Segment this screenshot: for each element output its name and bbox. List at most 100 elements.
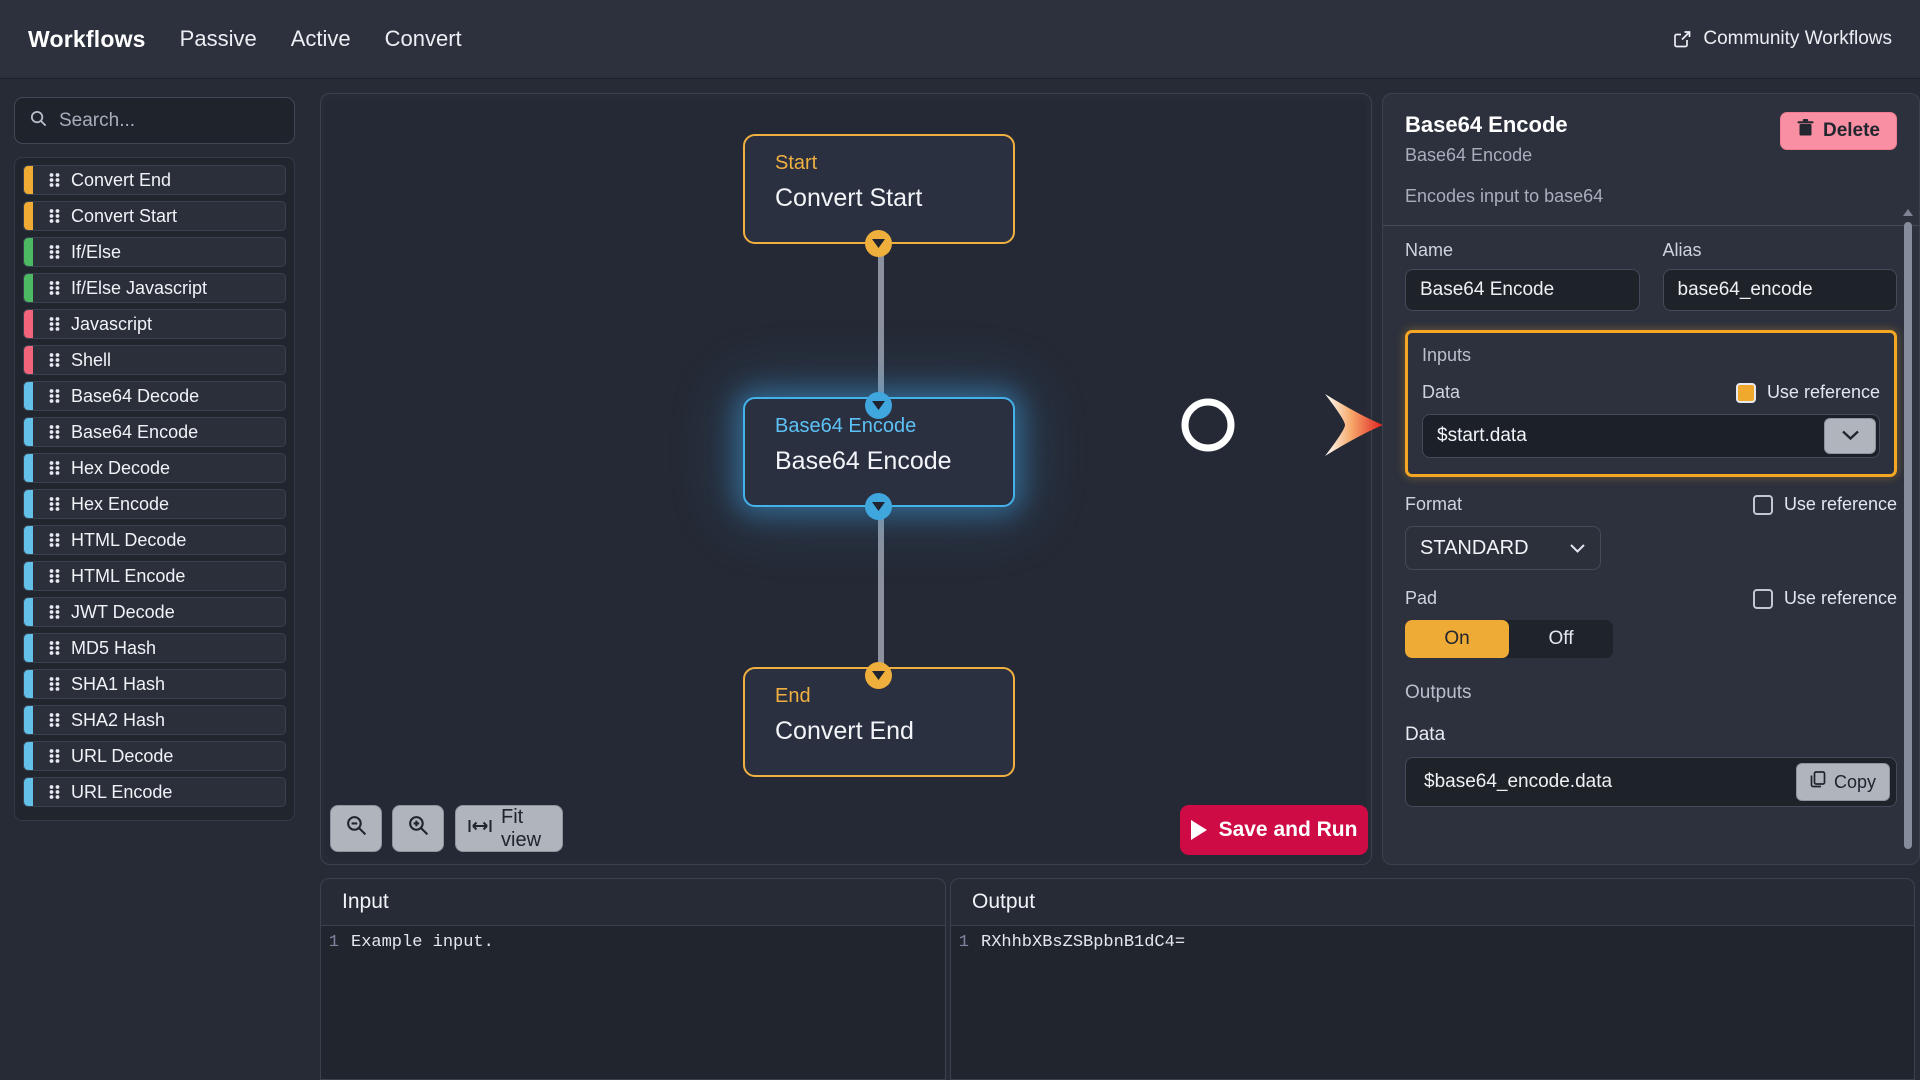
drag-handle-icon[interactable] [47,711,62,729]
inspector-scrollbar[interactable] [1901,209,1915,849]
palette-item-label: Convert End [71,169,172,190]
input-data-dropdown-button[interactable] [1824,418,1876,454]
workflow-canvas-panel: Start Convert Start Base64 Encode Base64… [320,93,1372,865]
format-select[interactable]: STANDARD [1405,526,1601,570]
pad-toggle-group[interactable]: On Off [1405,620,1613,658]
pad-toggle-off[interactable]: Off [1548,628,1574,649]
palette-item[interactable]: Convert End [23,165,286,195]
name-input[interactable]: Base64 Encode [1405,269,1640,311]
palette-item-label: Base64 Encode [71,421,199,442]
input-data-use-reference-toggle[interactable]: Use reference [1735,382,1880,403]
scroll-up-arrow-icon[interactable] [1903,209,1913,216]
palette-item-color-bar [24,238,33,266]
search-input[interactable] [59,109,280,132]
output-code-line: 1 RXhhbXBsZSBpbnB1dC4= [951,930,1914,956]
palette-item-label: URL Encode [71,781,173,802]
palette-item-label: Convert Start [71,205,178,226]
palette-item[interactable]: Base64 Encode [23,417,286,447]
drag-handle-icon[interactable] [47,207,62,225]
input-editor[interactable]: 1 Example input. [321,926,945,1079]
zoom-in-button[interactable] [392,805,444,852]
delete-button[interactable]: Delete [1779,112,1897,150]
drag-handle-icon[interactable] [47,639,62,657]
line-text: RXhhbXBsZSBpbnB1dC4= [981,933,1186,952]
palette-item-label: Javascript [71,313,153,334]
drag-handle-icon[interactable] [47,495,62,513]
drag-handle-icon[interactable] [47,531,62,549]
drag-handle-icon[interactable] [47,603,62,621]
name-field-group: Name Base64 Encode [1405,240,1640,311]
palette-item-color-bar [24,166,33,194]
palette-item[interactable]: Shell [23,345,286,375]
palette-item[interactable]: URL Encode [23,777,286,807]
drag-handle-icon[interactable] [47,171,62,189]
copy-button[interactable]: Copy [1795,763,1890,801]
save-and-run-button[interactable]: Save and Run [1180,805,1368,855]
palette-item[interactable]: Convert Start [23,201,286,231]
workflow-canvas[interactable]: Start Convert Start Base64 Encode Base64… [326,99,1366,859]
checkbox-icon[interactable] [1735,382,1756,403]
community-workflows-link[interactable]: Community Workflows [1672,28,1920,50]
drag-handle-icon[interactable] [47,567,62,585]
alias-input[interactable]: base64_encode [1662,269,1897,311]
palette-item[interactable]: Javascript [23,309,286,339]
palette-item-label: SHA2 Hash [71,709,166,730]
output-data-value: $base64_encode.data [1424,771,1613,792]
drag-handle-icon[interactable] [47,675,62,693]
node-port-encode-output[interactable] [865,493,892,520]
nav-link-passive[interactable]: Passive [179,26,257,51]
format-use-reference-toggle[interactable]: Use reference [1752,494,1897,515]
palette-item-color-bar [24,418,33,446]
input-data-select[interactable]: $start.data [1422,414,1880,458]
pad-toggle-on[interactable]: On [1405,620,1509,658]
trash-icon [1797,119,1814,143]
node-port-end-input[interactable] [865,662,892,689]
palette-item[interactable]: URL Decode [23,741,286,771]
annotation-arrow [1175,380,1390,470]
chevron-down-icon [1841,425,1860,447]
palette-item[interactable]: Hex Decode [23,453,286,483]
drag-handle-icon[interactable] [47,387,62,405]
node-port-encode-input[interactable] [865,392,892,419]
palette-item[interactable]: HTML Encode [23,561,286,591]
save-and-run-label: Save and Run [1218,818,1358,841]
checkbox-icon[interactable] [1752,494,1773,515]
palette-item[interactable]: HTML Decode [23,525,286,555]
fit-view-icon [468,817,492,840]
fit-view-button[interactable]: Fit view [455,805,563,852]
zoom-out-button[interactable] [330,805,382,852]
nav-link-active[interactable]: Active [290,26,351,51]
scrollbar-thumb[interactable] [1904,222,1912,849]
palette-item[interactable]: If/Else Javascript [23,273,286,303]
nav-link-convert[interactable]: Convert [384,26,462,51]
palette-item[interactable]: SHA1 Hash [23,669,286,699]
palette-item[interactable]: SHA2 Hash [23,705,286,735]
palette-item[interactable]: Base64 Decode [23,381,286,411]
drag-handle-icon[interactable] [47,747,62,765]
palette-item[interactable]: Hex Encode [23,489,286,519]
pad-use-reference-toggle[interactable]: Use reference [1752,588,1897,609]
drag-handle-icon[interactable] [47,279,62,297]
palette-item-color-bar [24,562,33,590]
drag-handle-icon[interactable] [47,315,62,333]
drag-handle-icon[interactable] [47,423,62,441]
drag-handle-icon[interactable] [47,243,62,261]
checkbox-icon[interactable] [1752,588,1773,609]
node-port-start-output[interactable] [865,230,892,257]
search-box[interactable] [14,97,295,144]
output-editor[interactable]: 1 RXhhbXBsZSBpbnB1dC4= [951,926,1914,1079]
palette-item-label: Hex Decode [71,457,171,478]
drag-handle-icon[interactable] [47,783,62,801]
output-data-field[interactable]: $base64_encode.data Copy [1405,757,1897,807]
palette-item[interactable]: If/Else [23,237,286,267]
drag-handle-icon[interactable] [47,459,62,477]
workflow-node-convert-start[interactable]: Start Convert Start [743,134,1015,244]
palette-item[interactable]: JWT Decode [23,597,286,627]
delete-label: Delete [1822,120,1880,141]
drag-handle-icon[interactable] [47,351,62,369]
inputs-section-label: Inputs [1422,345,1472,365]
palette-item[interactable]: MD5 Hash [23,633,286,663]
chevron-down-icon [1569,537,1586,560]
